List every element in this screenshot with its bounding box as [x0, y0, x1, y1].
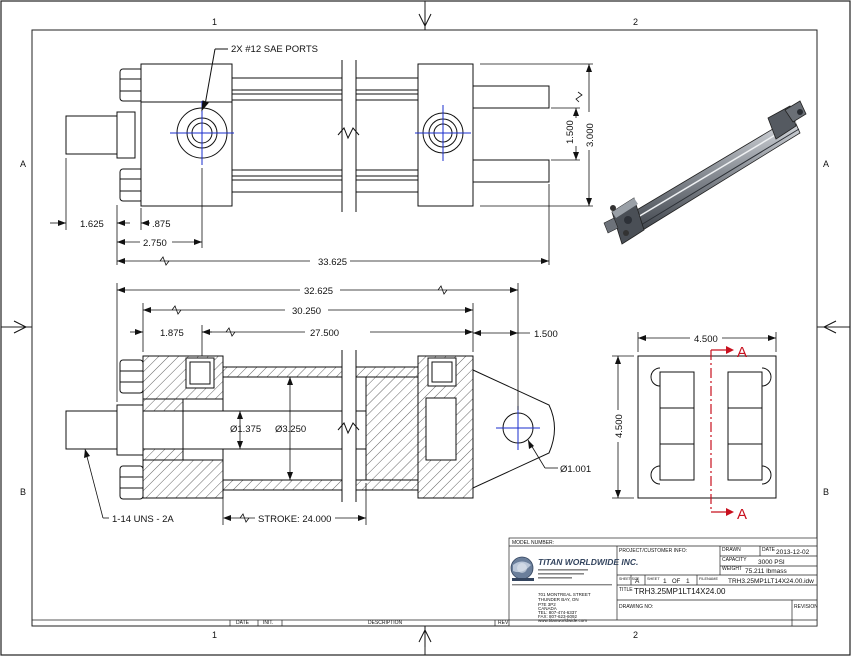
zone-bottom-2: 2: [633, 630, 638, 640]
section-view: [65, 346, 555, 506]
dim-1-625: 1.625: [80, 219, 104, 230]
thread-callout: 1-14 UNS - 2A: [112, 514, 174, 525]
dim-bore-diameter: Ø3.250: [275, 424, 306, 435]
section-label-bottom: A: [737, 506, 747, 523]
section-arrowheads: [84, 287, 534, 521]
port-callout: 2X #12 SAE PORTS: [231, 44, 318, 55]
isometric-view: [603, 100, 807, 245]
address-line-2: THUNDER BAY, ON: [538, 597, 579, 602]
of-label: OF: [672, 579, 681, 585]
filename-label: FILENAME: [699, 577, 718, 581]
dim-1-500-vertical: 1.500: [565, 120, 576, 144]
top-view-centerlines: [170, 101, 471, 165]
capacity-label: CAPACITY: [722, 557, 747, 563]
weight-label: WEIGHT: [722, 566, 742, 572]
section-arrows: [726, 346, 734, 516]
zone-left-b: B: [20, 487, 26, 497]
address-web: www.titanworldwide.com: [538, 618, 587, 623]
title-value: TRH3.25MP1LT14X24.00: [634, 587, 726, 596]
zone-left-a: A: [20, 159, 26, 169]
drawn-label: DRAWN: [722, 547, 741, 553]
rev-table-date: DATE: [236, 620, 250, 626]
end-view-dimensions: [612, 332, 777, 499]
zone-top-2: 2: [633, 17, 638, 27]
zone-top-1: 1: [212, 17, 217, 27]
centering-marks: [13, 10, 837, 647]
title-block: [32, 537, 818, 627]
top-view-arrowheads: [58, 64, 592, 264]
zone-right-b: B: [823, 487, 829, 497]
company-name: TITAN WORLDWIDE INC.: [538, 557, 638, 567]
stroke-callout: STROKE: 24.000: [258, 514, 331, 525]
top-view: [65, 56, 550, 216]
port-callout-leader: [201, 48, 228, 112]
dim-32-625: 32.625: [304, 286, 333, 297]
weight-value: 75.211 lbmass: [745, 568, 788, 575]
rev-table-rev: REV: [498, 620, 509, 626]
date-label: DATE: [762, 547, 776, 553]
dim-end-height: 4.500: [614, 414, 625, 438]
dim-0-875: .875: [152, 219, 171, 230]
end-view-arrowheads: [615, 335, 776, 498]
sheet-label: SHEET: [647, 577, 660, 581]
zone-right-a: A: [823, 159, 829, 169]
sheet-size-label: SHEET SIZE: [619, 577, 640, 581]
dim-end-width: 4.500: [694, 334, 718, 345]
dim-27-500: 27.500: [310, 328, 339, 339]
sheet-value: 1: [663, 578, 667, 585]
company-tagline: [512, 569, 612, 586]
end-view: [637, 355, 777, 499]
dim-2-750: 2.750: [143, 238, 167, 249]
revision-label: REVISION: [794, 604, 818, 610]
dim-30-250: 30.250: [292, 306, 321, 317]
section-centerlines: [496, 406, 540, 450]
dim-clevis-1-500: 1.500: [534, 329, 558, 340]
company-logo: [510, 556, 534, 581]
dim-33-625: 33.625: [318, 257, 347, 268]
rev-table-initial: INIT.: [263, 620, 273, 626]
dim-pin-diameter: Ø1.001: [560, 464, 591, 475]
dim-1-875: 1.875: [160, 328, 184, 339]
section-label-top: A: [737, 344, 747, 361]
drawing-no-label: DRAWING NO:: [619, 604, 653, 610]
rev-table-description: DESCRIPTION: [368, 620, 403, 626]
address-line-1: 701 MONTREAL STREET: [538, 592, 591, 597]
dim-3-000-vertical: 3.000: [585, 123, 596, 147]
capacity-value: 3000 PSI: [758, 559, 785, 566]
address-tel: TEL: 807-474-6337: [538, 610, 577, 615]
filename-value: TRH3.25MP1LT14X24.00.idw: [728, 578, 814, 585]
model-number-label: MODEL NUMBER:: [512, 540, 554, 546]
sheet-size-value: A: [635, 578, 640, 585]
title-label: TITLE: [619, 587, 633, 593]
project-label: PROJECT/CUSTOMER INFO:: [619, 548, 687, 554]
address-line-3: P7E 3P2: [538, 602, 556, 607]
zone-bottom-1: 1: [212, 630, 217, 640]
of-value: 1: [686, 578, 690, 585]
section-line-a-a: [710, 349, 728, 513]
address-fax: FAX: 807-623-6092: [538, 614, 578, 619]
date-value: 2013-12-02: [776, 549, 810, 556]
dim-rod-diameter: Ø1.375: [230, 424, 261, 435]
address-line-4: CANADA: [538, 606, 557, 611]
